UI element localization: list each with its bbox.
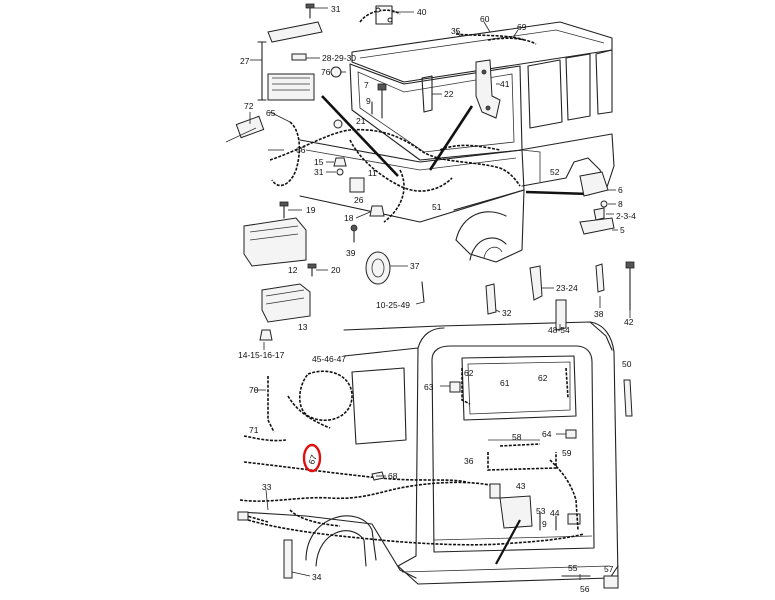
callout-56: 56 (580, 584, 590, 594)
callout-31b: 31 (314, 167, 324, 177)
callout-44: 44 (550, 508, 560, 518)
callout-62b: 62 (538, 373, 548, 383)
callout-42: 42 (624, 317, 634, 327)
callout-69: 69 (517, 22, 527, 32)
callout-76: 76 (321, 67, 331, 77)
callout-6: 6 (618, 185, 623, 195)
callout-61: 61 (500, 378, 510, 388)
callout-45-46-47: 45-46-47 (312, 354, 346, 364)
components (225, 3, 635, 589)
callout-28-29-30: 28-29-30 (322, 53, 356, 63)
callout-63: 63 (424, 382, 434, 392)
callout-34: 34 (312, 572, 322, 582)
callout-14-15-16-17: 14-15-16-17 (238, 350, 285, 360)
leader-lines (249, 7, 631, 580)
callout-59: 59 (562, 448, 572, 458)
callout-38: 38 (594, 309, 604, 319)
callout-40: 40 (417, 7, 427, 17)
callout-10-25-49: 10-25-49 (376, 300, 410, 310)
highlighted-callout-67[interactable]: 67 (302, 443, 322, 473)
callout-9: 9 (366, 96, 371, 106)
callout-68: 68 (388, 471, 398, 481)
callout-35: 35 (451, 26, 461, 36)
callout-22: 22 (444, 89, 454, 99)
callout-51: 51 (432, 202, 442, 212)
callout-31: 31 (331, 4, 341, 14)
callout-8: 8 (618, 199, 623, 209)
callout-55: 55 (568, 563, 578, 573)
callout-58: 58 (512, 432, 522, 442)
callout-21: 21 (356, 116, 366, 126)
callout-23-24: 23-24 (556, 283, 578, 293)
callout-39: 39 (346, 248, 356, 258)
callout-70: 70 (249, 385, 259, 395)
callout-53: 53 (536, 506, 546, 516)
callout-5: 5 (620, 225, 625, 235)
callout-32: 32 (502, 308, 512, 318)
callout-72: 72 (244, 101, 254, 111)
callout-12: 12 (288, 265, 298, 275)
callout-52: 52 (550, 167, 560, 177)
callout-9b: 9 (542, 519, 547, 529)
callout-15: 15 (314, 157, 324, 167)
callout-7: 7 (364, 80, 369, 90)
vehicle-rear-body (239, 321, 619, 585)
callout-20: 20 (331, 265, 341, 275)
callout-65: 65 (266, 108, 276, 118)
highlight-ring (302, 443, 322, 473)
callout-67: 67 (306, 453, 319, 466)
vehicle-front-body (299, 21, 615, 263)
callout-26: 26 (354, 195, 364, 205)
callout-43: 43 (516, 481, 526, 491)
callout-66: 66 (296, 145, 306, 155)
callout-18: 18 (344, 213, 354, 223)
callout-50: 50 (622, 359, 632, 369)
callout-36: 36 (464, 456, 474, 466)
callout-60: 60 (480, 14, 490, 24)
callout-62a: 62 (464, 368, 474, 378)
callout-37: 37 (410, 261, 420, 271)
callout-labels: 31 40 60 69 35 27 28-29-30 76 9 7 22 41 … (238, 4, 636, 594)
callout-19: 19 (306, 205, 316, 215)
callout-71: 71 (249, 425, 259, 435)
callout-48-54: 48-54 (548, 325, 570, 335)
callout-13: 13 (298, 322, 308, 332)
callout-57: 57 (604, 564, 614, 574)
callout-41: 41 (500, 79, 510, 89)
callout-2-3-4: 2-3-4 (616, 211, 636, 221)
callout-11: 11 (368, 168, 377, 178)
callout-33: 33 (262, 482, 272, 492)
callout-64: 64 (542, 429, 552, 439)
callout-27: 27 (240, 56, 250, 66)
